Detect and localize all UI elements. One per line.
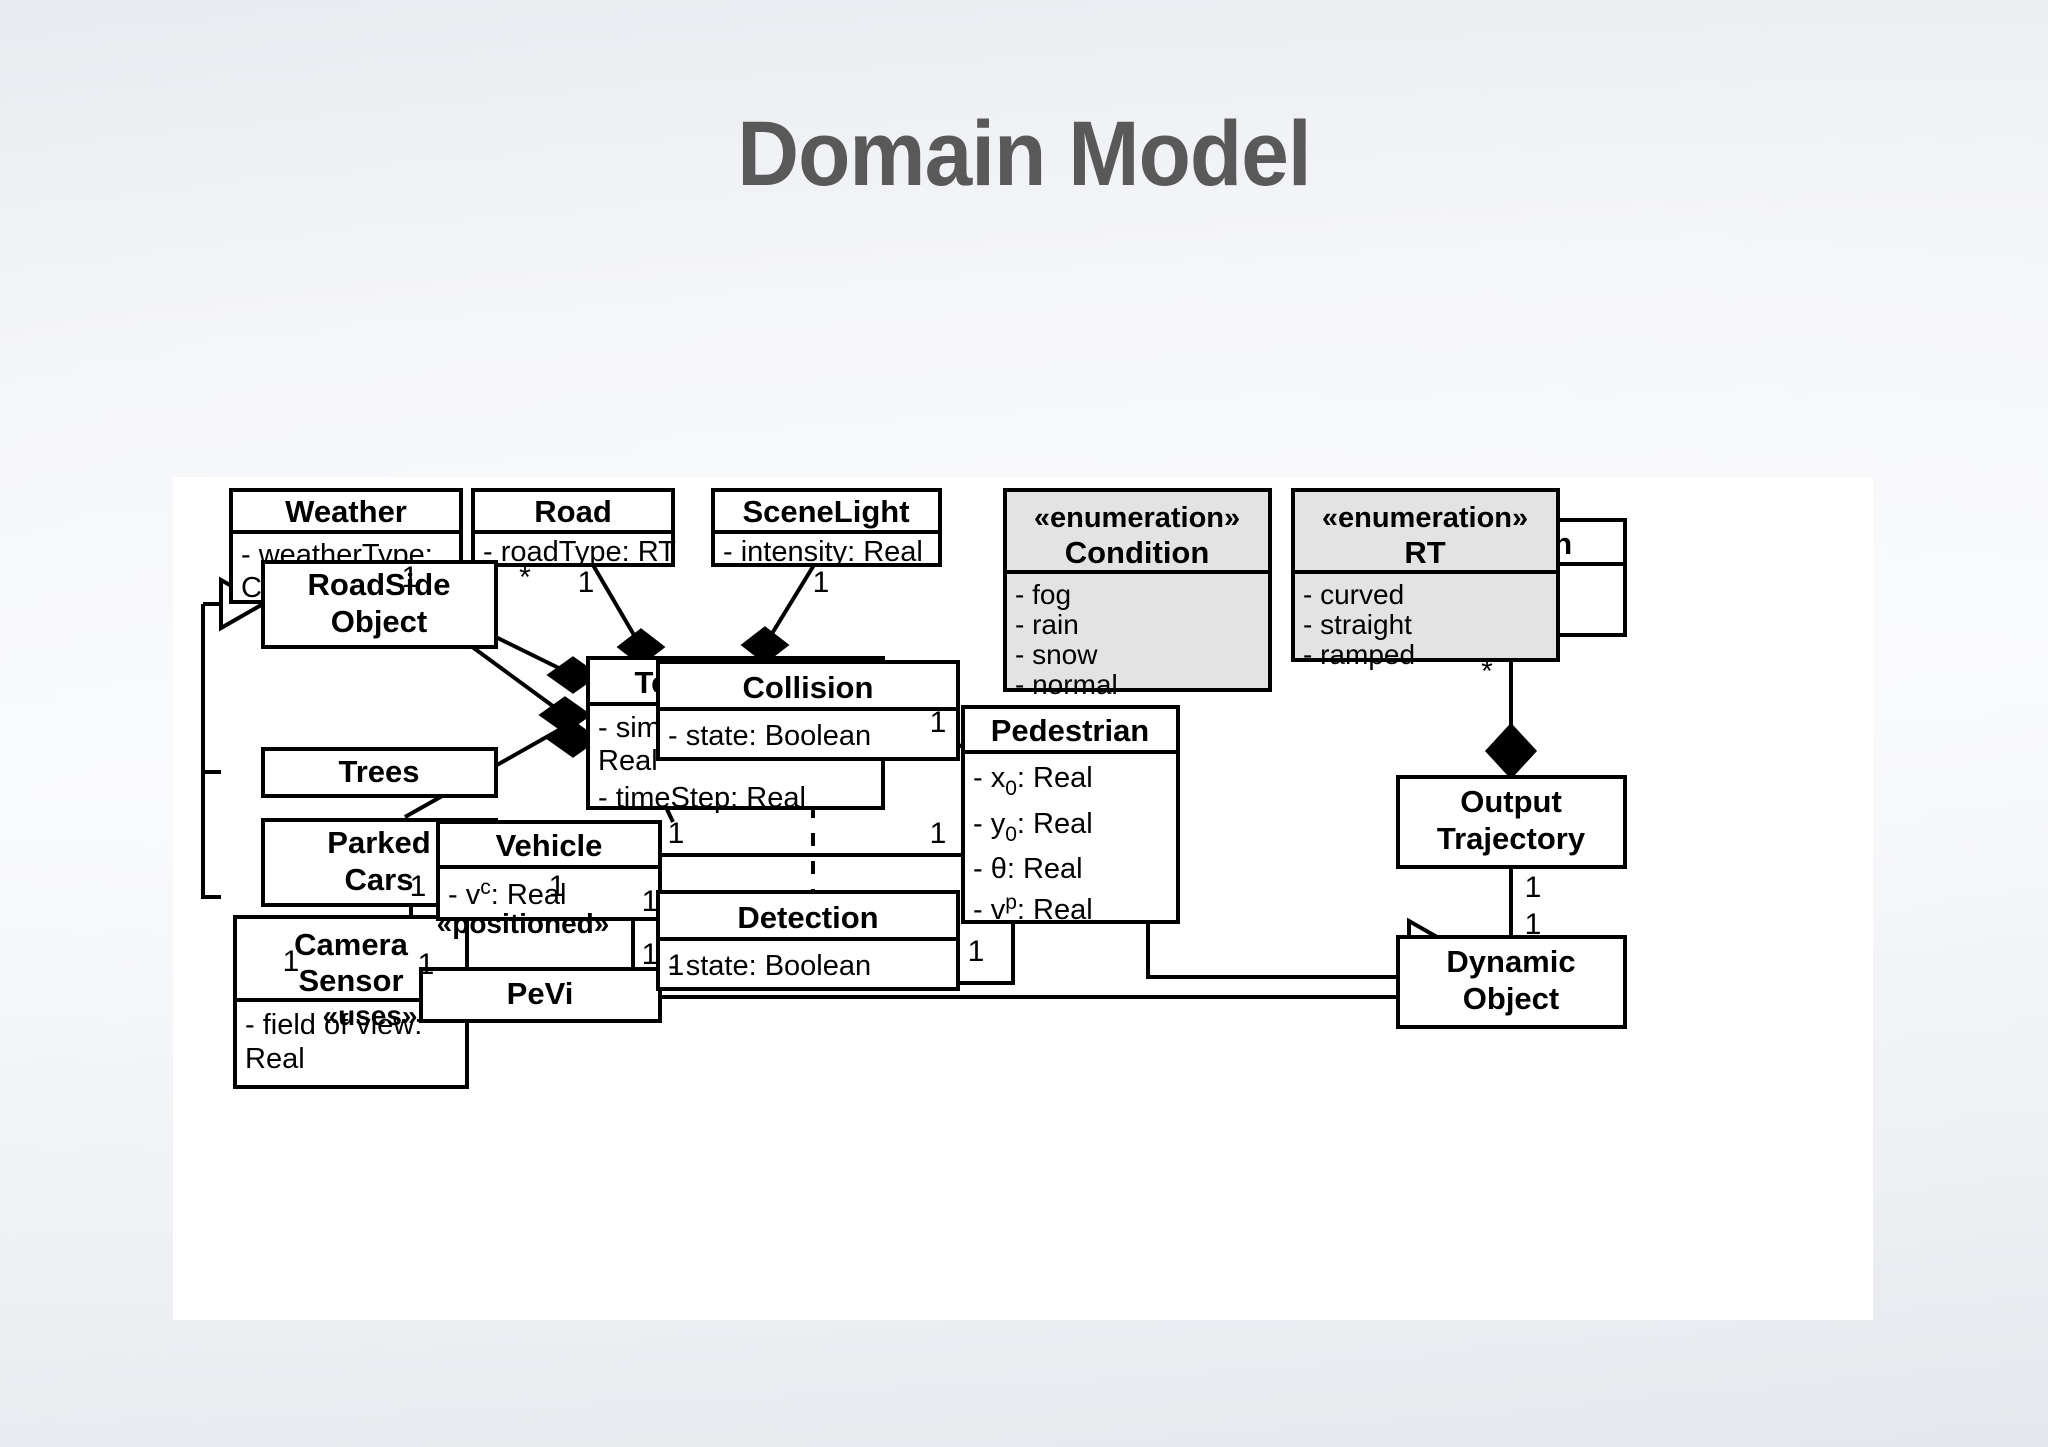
class-camera-sensor-name-2: Sensor	[298, 963, 403, 998]
class-road-attr-0: - roadType: RT	[483, 536, 676, 568]
class-camera-sensor-attr-0: - field of view:	[245, 1009, 422, 1041]
class-camera-sensor-name-1: Camera	[294, 927, 408, 962]
class-pedestrian[interactable]: Pedestrian - x0: Real - y0: Real - θ: Re…	[961, 705, 1180, 926]
enumeration-rt-name: RT	[1404, 535, 1445, 570]
class-road-name: Road	[534, 494, 612, 529]
class-road[interactable]: Road - roadType: RT	[471, 488, 676, 568]
class-pevi-name: PeVi	[507, 976, 574, 1011]
label-positioned: «positioned»	[437, 908, 610, 939]
class-collision-name: Collision	[743, 670, 874, 705]
enumeration-condition-name: Condition	[1065, 535, 1210, 570]
class-trees-name: Trees	[338, 754, 419, 789]
class-vehicle-attr: - vc: Real	[448, 876, 566, 911]
class-camera-sensor[interactable]: Camera Sensor - field of view: Real	[233, 915, 469, 1089]
multiplicity-testscenario-pedestrian: 1	[930, 706, 947, 739]
class-scenelight[interactable]: SceneLight - intensity: Real	[711, 488, 942, 568]
class-detection-attr-0: - state: Boolean	[668, 950, 871, 982]
multiplicity-camera-uses: 1	[283, 945, 300, 978]
class-scenelight-name: SceneLight	[742, 494, 909, 529]
class-pedestrian-attr-theta: - θ: Real	[973, 853, 1083, 885]
class-camera-sensor-attr-1: Real	[245, 1043, 305, 1075]
class-roadside-object-name-1: RoadSide	[308, 567, 451, 602]
enumeration-condition-literal-1: - rain	[1015, 609, 1079, 640]
multiplicity-weather-testscenario: 1	[402, 561, 419, 594]
uml-diagram-panel: Weather - weatherType: Condition Road - …	[173, 477, 1873, 1320]
multiplicity-scenelight-testscenario: 1	[813, 566, 830, 599]
class-collision[interactable]: Collision - state: Boolean	[656, 660, 960, 761]
multiplicity-road-testscenario: 1	[578, 566, 595, 599]
class-collision-attr-0: - state: Boolean	[668, 720, 871, 752]
enumeration-condition-stereotype: «enumeration»	[1034, 502, 1240, 534]
enumeration-rt-literal-0: - curved	[1303, 579, 1404, 610]
edge-pedestrian-dynamicobject	[1146, 922, 1409, 979]
class-parked-cars-name-2: Cars	[345, 862, 414, 897]
edge-generalization-roadside	[201, 576, 268, 899]
class-weather-name: Weather	[285, 494, 407, 529]
multiplicity-camera-testscenario: 1	[410, 870, 427, 903]
class-trees[interactable]: Trees	[261, 747, 498, 798]
multiplicity-position-trajectory: *	[1481, 655, 1493, 688]
class-pevi[interactable]: PeVi	[419, 967, 662, 1023]
enumeration-condition-literal-0: - fog	[1015, 579, 1071, 610]
multiplicity-vehicle-pevi-top: 1	[642, 885, 659, 918]
enumeration-condition[interactable]: «enumeration» Condition - fog - rain - s…	[1003, 488, 1272, 700]
multiplicity-pevi-uses: 1	[418, 948, 435, 981]
label-uses: «uses»	[323, 1000, 418, 1031]
multiplicity-roadside-testscenario: *	[519, 561, 531, 594]
class-detection-name: Detection	[737, 900, 878, 935]
enumeration-rt-stereotype: «enumeration»	[1322, 502, 1528, 534]
multiplicity-pedestrian-collision: 1	[930, 817, 947, 850]
enumeration-rt[interactable]: «enumeration» RT - curved - straight - r…	[1291, 488, 1560, 670]
class-dynamic-object-name-1: Dynamic	[1446, 944, 1575, 979]
class-detection[interactable]: Detection - state: Boolean	[656, 890, 960, 991]
page-title: Domain Model	[737, 103, 1311, 205]
enumeration-condition-literal-2: - snow	[1015, 639, 1098, 670]
class-pedestrian-name: Pedestrian	[991, 713, 1150, 748]
edge-road-testscenario	[591, 563, 666, 666]
edge-scenelight-testscenario	[740, 563, 816, 664]
class-test-scenario-attr-2: - timeStep: Real	[598, 782, 806, 814]
class-dynamic-object-name-2: Object	[1463, 981, 1559, 1016]
class-parked-cars-name-1: Parked	[327, 825, 430, 860]
class-vehicle-name: Vehicle	[496, 828, 603, 863]
multiplicity-trajectory-dynamic-top: 1	[1525, 871, 1542, 904]
class-pedestrian-attr-x0: - x0: Real	[973, 762, 1093, 800]
class-output-trajectory[interactable]: Output Trajectory	[1396, 775, 1627, 869]
multiplicity-pevi-detection: 1	[668, 949, 685, 982]
class-scenelight-attr-0: - intensity: Real	[723, 536, 923, 568]
class-pedestrian-attr-vp: - vp: Real	[973, 891, 1093, 926]
enumeration-rt-literal-1: - straight	[1303, 609, 1412, 640]
class-vehicle[interactable]: Vehicle - vc: Real	[436, 820, 662, 921]
class-output-trajectory-name-2: Trajectory	[1437, 821, 1586, 856]
class-test-scenario-attr-1: Real	[598, 745, 658, 777]
class-roadside-object-name-2: Object	[331, 604, 427, 639]
class-output-trajectory-name-1: Output	[1460, 784, 1562, 819]
class-roadside-object[interactable]: RoadSide Object	[261, 560, 498, 649]
multiplicity-trajectory-dynamic-bottom: 1	[1525, 908, 1542, 941]
class-dynamic-object[interactable]: Dynamic Object	[1396, 935, 1627, 1029]
uml-class-diagram: Weather - weatherType: Condition Road - …	[201, 488, 1627, 1089]
multiplicity-pedestrian-detection: 1	[968, 935, 985, 968]
multiplicity-vehicle-collision: 1	[668, 817, 685, 850]
enumeration-condition-literal-3: - normal	[1015, 669, 1118, 700]
class-pedestrian-attr-y0: - y0: Real	[973, 808, 1093, 846]
multiplicity-vehicle-pevi-bottom: 1	[642, 938, 659, 971]
enumeration-rt-literal-2: - ramped	[1303, 639, 1415, 670]
multiplicity-vehicle-testscenario: 1	[549, 870, 566, 903]
